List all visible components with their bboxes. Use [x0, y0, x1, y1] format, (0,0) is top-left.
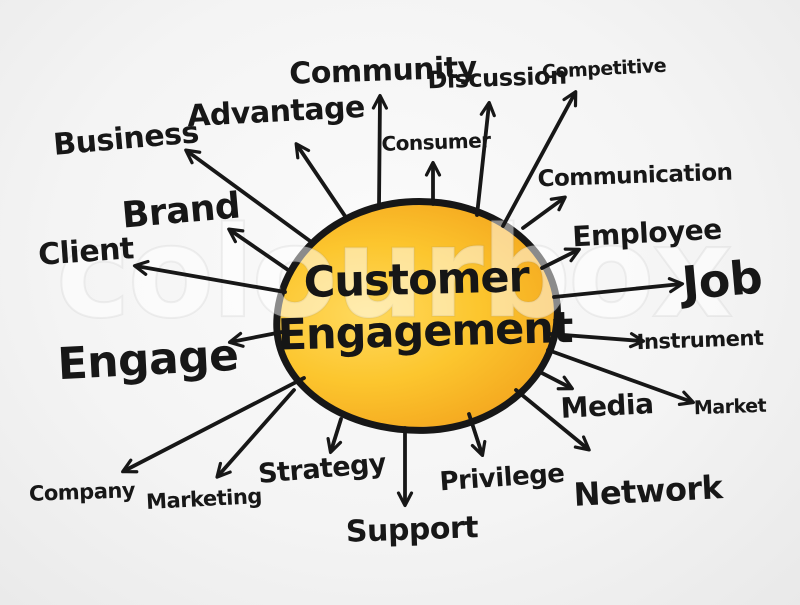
node-label-instrument: Instrument	[636, 325, 764, 355]
node-label-market: Market	[693, 394, 767, 420]
arrow-instrument	[549, 332, 646, 349]
node-label-brand: Brand	[120, 185, 242, 237]
arrow-communication	[521, 195, 567, 230]
node-label-company: Company	[28, 478, 136, 506]
arrow-strategy	[326, 417, 343, 455]
node-label-employee: Employee	[571, 212, 723, 254]
node-label-client: Client	[37, 231, 135, 273]
arrow-client	[132, 259, 287, 294]
arrow-company	[121, 376, 306, 474]
node-label-business: Business	[51, 115, 201, 163]
node-label-communication: Communication	[537, 159, 733, 193]
node-label-media: Media	[559, 387, 655, 425]
arrow-privilege	[467, 412, 487, 458]
arrow-discussion	[475, 100, 496, 217]
arrow-job	[552, 277, 685, 299]
arrow-competitive	[501, 90, 578, 228]
arrow-advantage	[294, 142, 349, 221]
arrow-employee	[540, 247, 581, 270]
node-label-strategy: Strategy	[256, 447, 388, 491]
arrow-marketing	[215, 388, 296, 479]
node-label-network: Network	[572, 468, 724, 514]
arrow-network	[514, 388, 591, 452]
node-label-advantage: Advantage	[186, 89, 366, 135]
arrow-media	[536, 369, 574, 391]
node-label-consumer: Consumer	[381, 128, 491, 156]
node-label-competitive: Competitive	[541, 54, 667, 84]
arrow-community	[371, 93, 388, 209]
central-label-line1: Customer	[303, 252, 530, 308]
node-label-marketing: Marketing	[145, 483, 263, 515]
arrow-brand	[227, 227, 293, 274]
central-label-line2: Engagement	[277, 302, 574, 361]
arrow-engage	[227, 330, 284, 348]
node-label-privilege: Privilege	[438, 458, 566, 498]
node-label-job: Job	[679, 249, 765, 311]
arrow-market	[546, 348, 696, 406]
node-label-engage: Engage	[56, 329, 240, 391]
node-label-support: Support	[345, 510, 479, 550]
arrow-business	[184, 148, 312, 243]
central-node-label: Customer Engagement	[276, 251, 574, 362]
